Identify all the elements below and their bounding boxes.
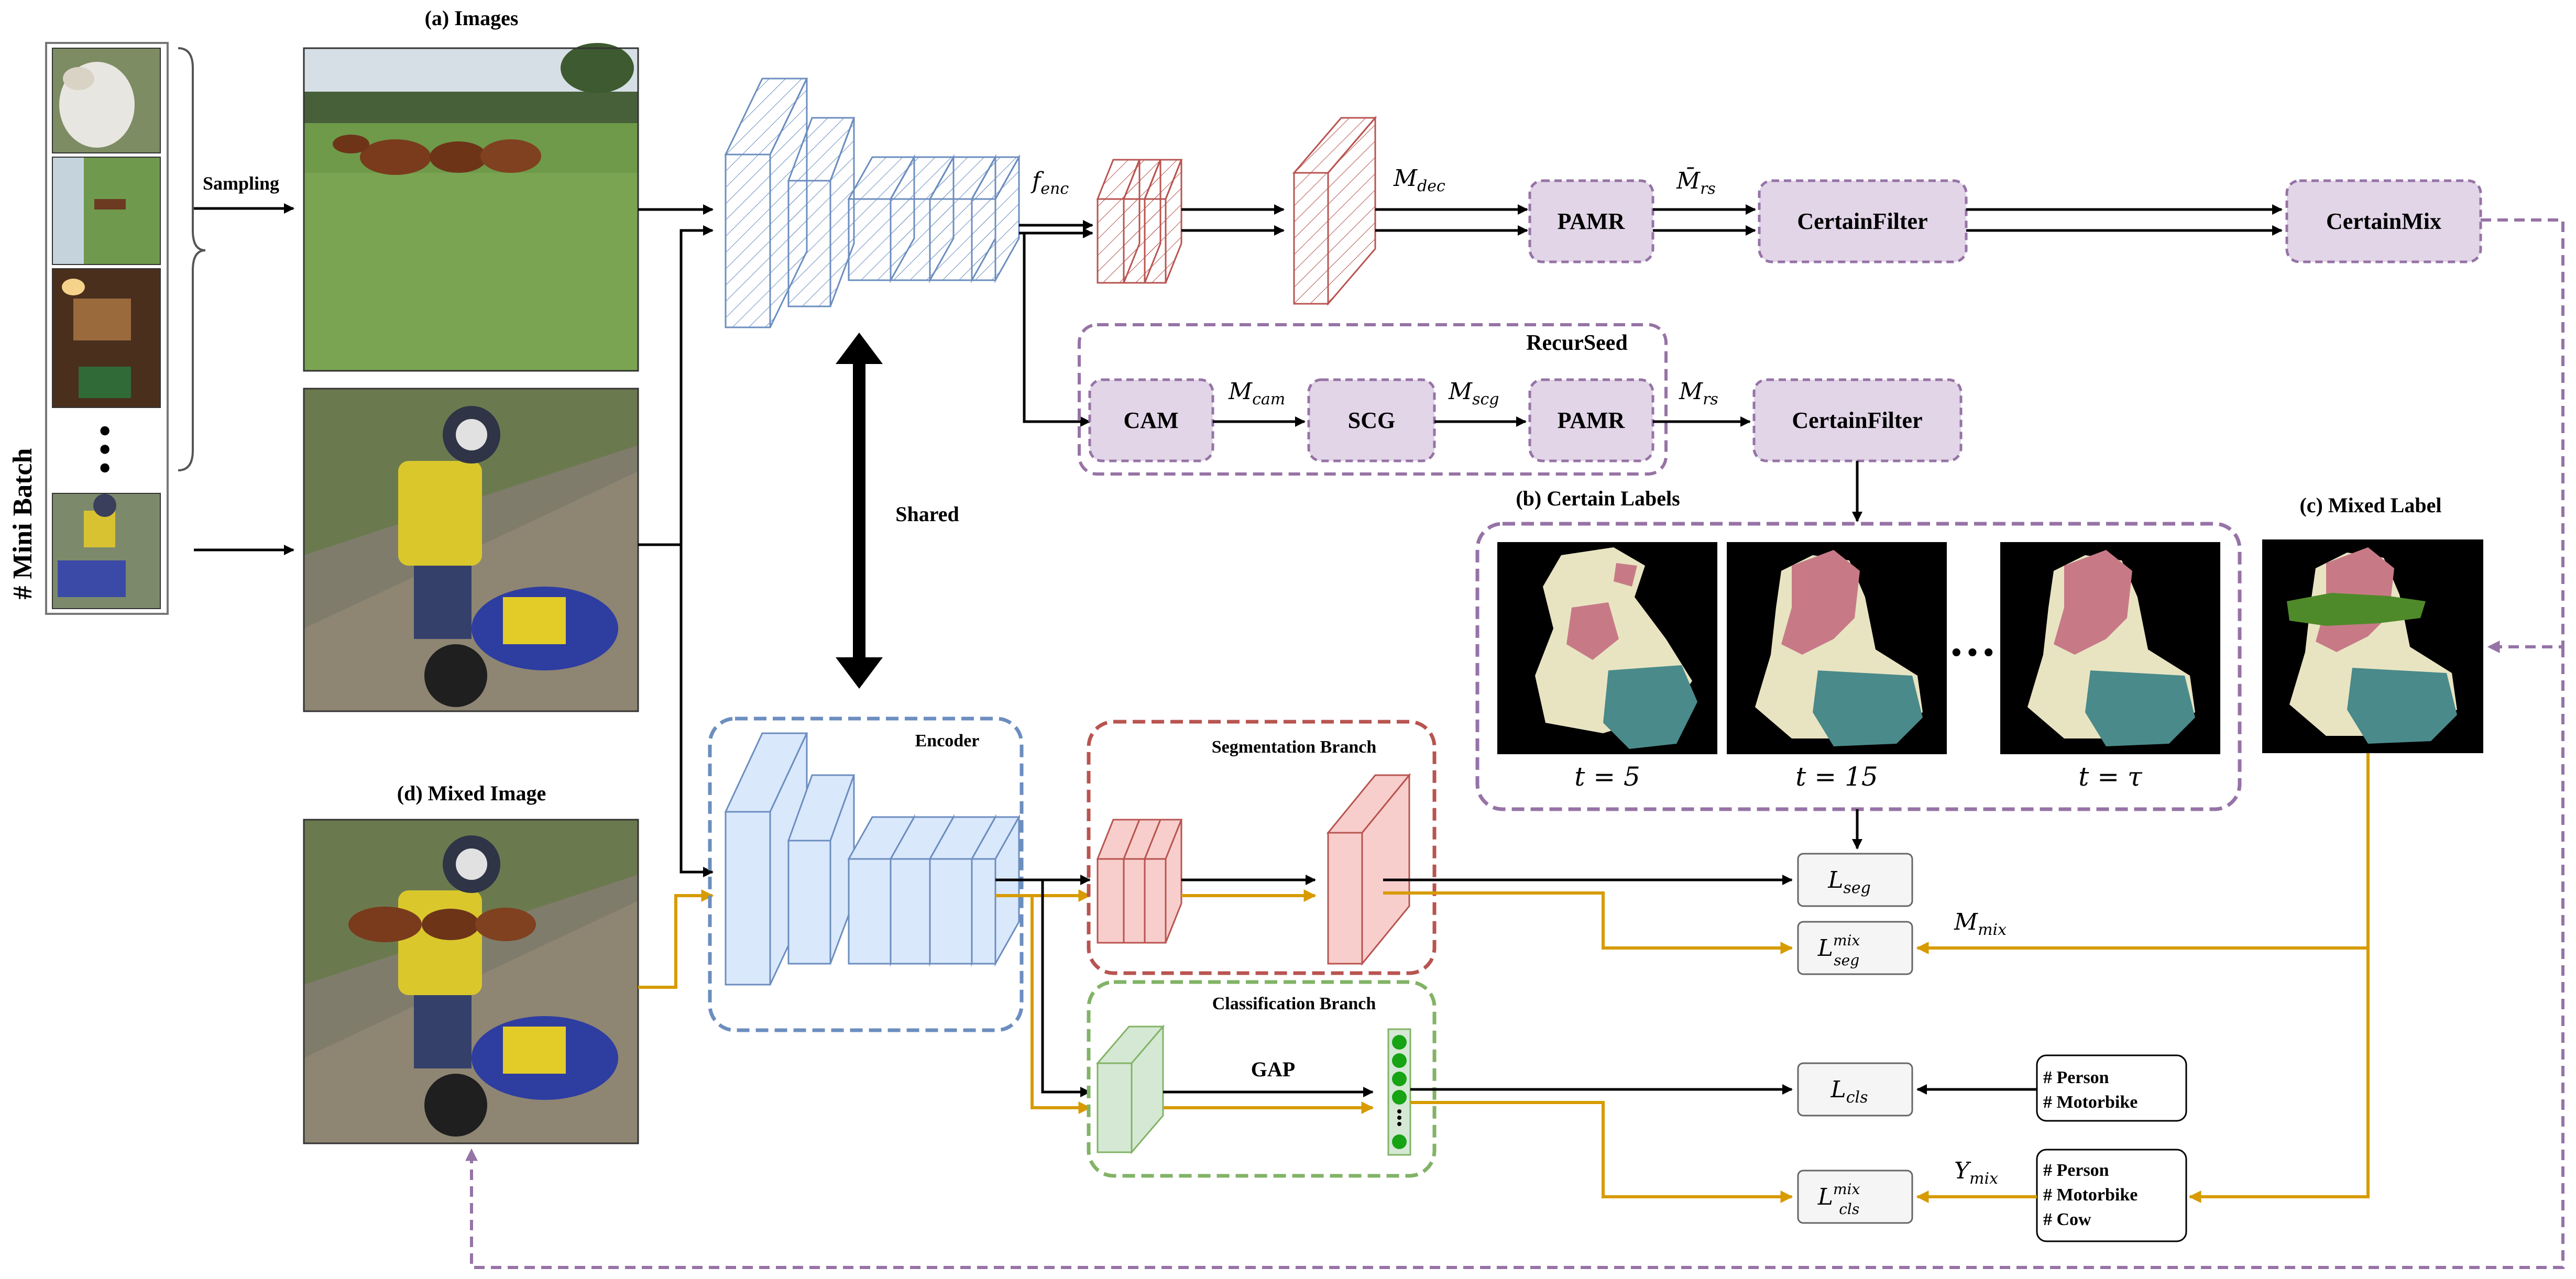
mini-batch-label: # Mini Batch — [8, 448, 38, 599]
certainmix-to-mixed-image-loop — [465, 647, 2564, 1269]
loss-seg: Lseg — [1797, 853, 1913, 907]
cls-branch-label: Classification Branch — [1212, 994, 1376, 1013]
m-rs-bar-label: M̄rs — [1676, 167, 1716, 198]
seg-to-lsegmix — [1383, 891, 1793, 954]
recurseed-certainfilter-box: CertainFilter — [1752, 378, 1963, 462]
panel-title-mixed-label: (c) Mixed Label — [2299, 493, 2441, 517]
recurseed-pamr-label: PAMR — [1558, 407, 1626, 433]
image-child-motorbike — [303, 388, 639, 712]
mixed-image — [303, 819, 639, 1144]
m-cam-label: Mcam — [1228, 378, 1285, 409]
enc-to-cls-orange — [1031, 896, 1091, 1114]
encoder-label: Encoder — [915, 731, 980, 751]
mixed-label-to-lsegmix — [1916, 753, 2370, 954]
top-certainfilter-label: CertainFilter — [1797, 208, 1927, 234]
cam-box: CAM — [1088, 378, 1214, 462]
shared-double-arrow — [836, 333, 883, 689]
top-encoder — [724, 78, 1021, 328]
cls-feature — [1095, 1024, 1165, 1155]
label-maps-ellipsis: ••• — [1948, 638, 1997, 669]
label-t5: t = 5 — [1574, 762, 1640, 792]
gt-labels-box: # Person # Motorbike — [2036, 1054, 2187, 1122]
cls-branch-frame — [1087, 980, 1437, 1178]
svg-text:Lcls: Lcls — [1830, 1076, 1868, 1107]
sampling-label: Sampling — [203, 173, 279, 194]
panel-title-certain-labels: (b) Certain Labels — [1516, 487, 1680, 510]
mix-label-2: # Cow — [2043, 1210, 2091, 1229]
y-mix-label: Ymix — [1954, 1157, 1998, 1188]
gt-label-0: # Person — [2043, 1068, 2109, 1087]
mixed-label-to-ymix — [2188, 948, 2370, 1203]
gap-label: GAP — [1251, 1057, 1295, 1081]
seg-head — [1326, 773, 1411, 966]
label-t15: t = 15 — [1795, 762, 1878, 792]
gt-label-1: # Motorbike — [2043, 1093, 2137, 1112]
top-decoder — [1096, 159, 1183, 284]
mix-labels-box: # Person # Motorbike # Cow — [2036, 1149, 2187, 1242]
mixed-image-to-encoder — [638, 889, 714, 989]
certainmix-label: CertainMix — [2326, 208, 2441, 234]
certainmix-box: CertainMix — [2285, 179, 2482, 263]
scg-box: SCG — [1307, 378, 1436, 462]
recurseed-frame — [1078, 323, 1668, 476]
svg-text:Lseg: Lseg — [1827, 867, 1871, 897]
encoder-to-recurseed-arrow — [1023, 233, 1091, 427]
thumb-child — [52, 493, 161, 609]
label-map-t5 — [1497, 542, 1717, 754]
seg-branch-label: Segmentation Branch — [1212, 737, 1377, 757]
gap-to-lclsmix — [1410, 1101, 1793, 1203]
certainmix-to-mixed-label-loop — [2481, 218, 2564, 653]
mix-label-0: # Person — [2043, 1161, 2109, 1180]
scg-label: SCG — [1348, 407, 1395, 433]
seg-branch-frame — [1087, 720, 1437, 975]
m-rs-label: Mrs — [1679, 378, 1718, 409]
image-b-to-encoders — [638, 225, 714, 546]
top-decoder-head — [1292, 115, 1377, 306]
label-map-tau — [2000, 542, 2220, 754]
gap-vector — [1387, 1028, 1411, 1156]
thumb-field — [52, 157, 161, 265]
mix-label-1: # Motorbike — [2043, 1185, 2137, 1205]
seg-decoder — [1096, 819, 1183, 944]
mini-batch-ellipsis: ••• — [85, 422, 122, 477]
mixed-label-map — [2262, 539, 2483, 753]
m-dec-label: Mdec — [1393, 165, 1445, 195]
f-enc-label: fenc — [1031, 168, 1069, 198]
loss-cls: Lcls — [1797, 1062, 1913, 1117]
thumb-room — [52, 268, 161, 408]
cam-label: CAM — [1123, 407, 1178, 433]
top-pamr-box: PAMR — [1528, 179, 1654, 263]
m-mix-label: Mmix — [1954, 909, 2007, 939]
label-map-t15 — [1727, 542, 1947, 754]
panel-title-mixed-image: (d) Mixed Image — [397, 781, 546, 805]
m-scg-label: Mscg — [1448, 378, 1499, 409]
image-b-to-bottom-encoder — [679, 545, 714, 877]
recurseed-title: RecurSeed — [1526, 331, 1628, 355]
thumb-cow — [52, 48, 161, 153]
recurseed-pamr-box: PAMR — [1528, 378, 1654, 462]
label-ttau: t = τ — [2078, 762, 2143, 792]
recurseed-certainfilter-label: CertainFilter — [1792, 407, 1922, 433]
shared-label: Shared — [895, 502, 959, 526]
top-certainfilter-box: CertainFilter — [1758, 179, 1968, 263]
image-cows — [303, 43, 639, 372]
bottom-encoder — [724, 732, 1021, 986]
sampling-brace — [178, 47, 206, 471]
enc-to-cls-black — [1041, 880, 1091, 1097]
panel-title-images: (a) Images — [425, 6, 519, 30]
mini-batch: ••• — [45, 42, 169, 615]
top-pamr-label: PAMR — [1558, 208, 1626, 234]
